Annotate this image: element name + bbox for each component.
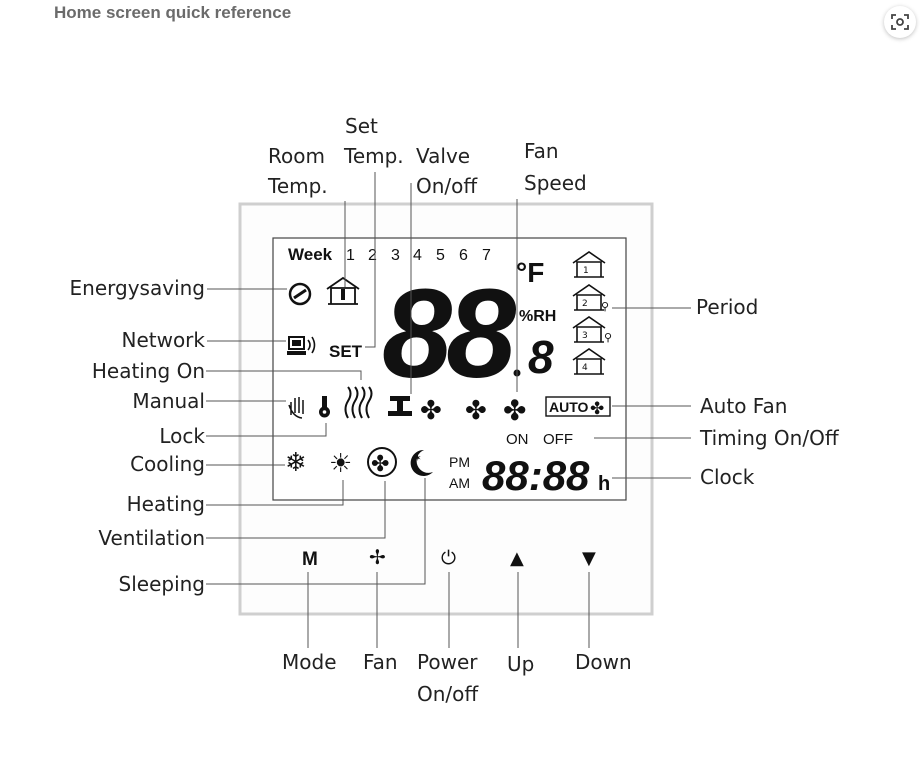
mode-button[interactable]: M [302, 549, 318, 570]
power-button[interactable]: ⏻ [441, 547, 456, 569]
up-button[interactable]: ▲ [510, 548, 524, 569]
valve-label-1: Valve [416, 144, 470, 168]
fan-speed-label-1: Fan [524, 139, 559, 163]
fan-speed-label-2: Speed [524, 171, 587, 195]
room-temp-icon [326, 276, 360, 305]
clock-digits: 88:88 [482, 452, 590, 499]
day-5: 5 [436, 247, 445, 264]
leader-lines [206, 172, 691, 648]
am-label: AM [449, 475, 470, 491]
heating-label: Heating [127, 492, 205, 516]
clock-label: Clock [700, 465, 755, 489]
room-temp-label-1: Room [268, 144, 325, 168]
day-2: 2 [368, 247, 377, 264]
period-label: Period [696, 295, 758, 319]
day-1: 1 [346, 247, 355, 264]
energysaving-icon [288, 282, 312, 306]
fan-speed-mid-icon: ✤ [465, 396, 487, 426]
power-label-1: Power [417, 650, 478, 674]
fan-button[interactable]: ✢ [369, 545, 386, 569]
humidity-unit: %RH [519, 308, 556, 325]
ventilation-icon: ✤ [367, 447, 397, 477]
fan-speed-low-icon: ✤ [420, 396, 442, 426]
set-temp-label-1: Set [345, 114, 378, 138]
pm-label: PM [449, 454, 470, 470]
power-label-2: On/off [417, 682, 479, 706]
svg-text:⚲: ⚲ [601, 300, 609, 313]
down-label: Down [575, 650, 632, 674]
auto-fan-icon: ✤ [590, 399, 604, 419]
timing-label: Timing On/Off [699, 426, 840, 450]
svg-text:1: 1 [583, 266, 589, 276]
heating-on-label: Heating On [92, 359, 205, 383]
svg-text:2: 2 [582, 299, 588, 309]
room-temp-label-2: Temp. [267, 174, 328, 198]
manual-label: Manual [132, 389, 205, 413]
timing-on-label: ON [506, 431, 529, 448]
network-icon [287, 336, 316, 355]
down-button[interactable]: ▼ [582, 548, 596, 569]
week-label: Week [288, 245, 333, 264]
lock-icon [319, 396, 330, 418]
svg-text:✶: ✶ [414, 454, 422, 464]
period-4-icon: 4 [572, 348, 606, 375]
day-3: 3 [391, 247, 400, 264]
day-4: 4 [413, 247, 422, 264]
timing-off-label: OFF [543, 431, 573, 448]
page-title: Home screen quick reference [54, 3, 292, 22]
energysaving-label: Energysaving [70, 276, 205, 300]
day-7: 7 [482, 247, 491, 264]
svg-text:✤: ✤ [371, 452, 389, 477]
period-1-icon: 1 [572, 251, 606, 278]
mode-label: Mode [282, 650, 337, 674]
main-temperature-digits: 88 [382, 263, 516, 404]
fan-label: Fan [363, 650, 398, 674]
network-label: Network [121, 328, 205, 352]
auto-fan-label-text: Auto Fan [700, 394, 787, 418]
period-2-icon: 2 ⚲ [572, 284, 609, 313]
auto-fan-label: AUTO [549, 399, 589, 415]
ventilation-label: Ventilation [98, 526, 205, 550]
set-temp-label-2: Temp. [343, 144, 404, 168]
decimal-digit: 8 [528, 331, 554, 383]
clock-suffix: h [598, 473, 610, 495]
svg-text:⚲: ⚲ [604, 331, 612, 344]
svg-text:4: 4 [582, 363, 588, 373]
lock-label: Lock [159, 424, 205, 448]
set-label: SET [329, 342, 363, 361]
valve-icon [388, 396, 412, 416]
lcd-screen [272, 237, 627, 501]
fan-speed-high-icon: ✤ [503, 394, 526, 427]
auto-fan-box [545, 396, 611, 417]
period-3-icon: 3 ⚲ [572, 316, 612, 344]
heating-on-icon [344, 386, 373, 419]
valve-label-2: On/off [416, 174, 478, 198]
scan-icon [891, 14, 909, 30]
cooling-icon: ❄ [285, 448, 307, 478]
manual-icon [288, 397, 304, 419]
sleeping-label: Sleeping [119, 572, 205, 596]
day-6: 6 [459, 247, 468, 264]
heating-icon: ☀ [329, 449, 352, 479]
visual-search-button[interactable] [884, 6, 916, 38]
sleeping-icon: ✶ [410, 449, 433, 476]
temperature-unit: °F [516, 257, 544, 288]
svg-text:3: 3 [582, 331, 588, 341]
cooling-label: Cooling [130, 452, 205, 476]
up-label: Up [507, 652, 534, 676]
